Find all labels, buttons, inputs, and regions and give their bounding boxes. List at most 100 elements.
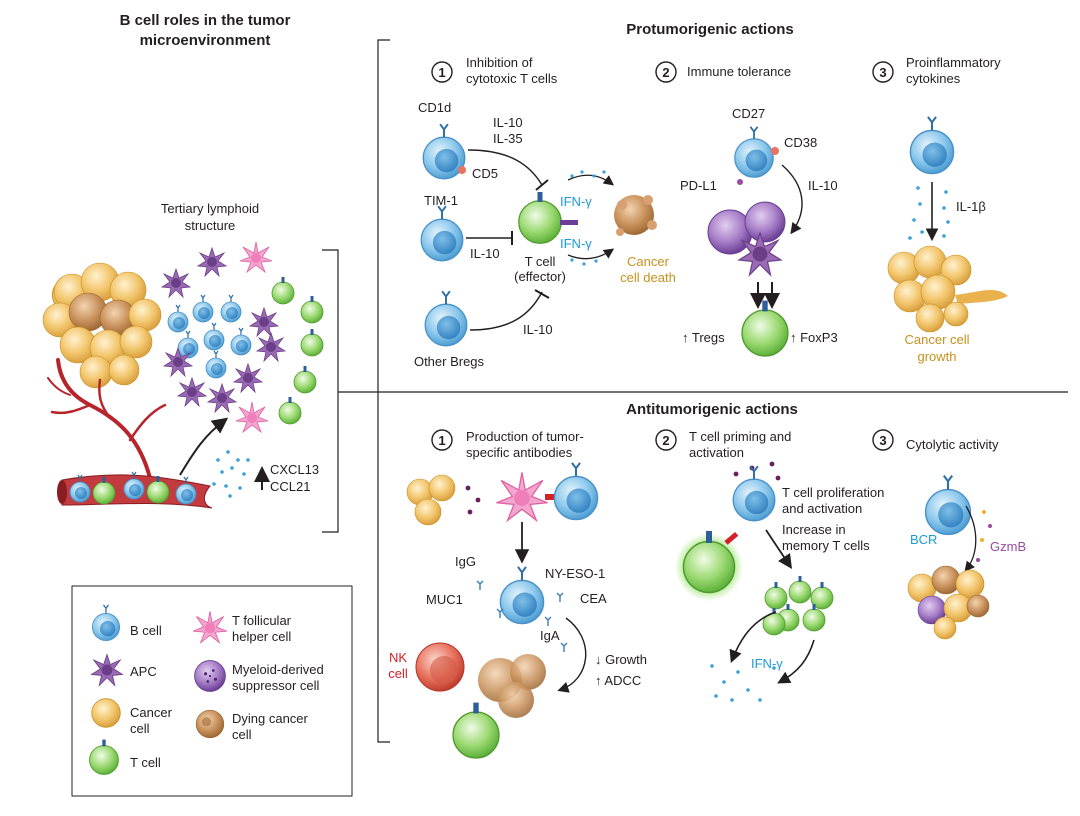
pro-s3-num: 3 [879, 65, 886, 80]
legend-tfh-1: T follicular [232, 613, 292, 628]
pro-s3-num-circle [872, 61, 894, 83]
tcell-anti-1 [452, 701, 500, 759]
tcr-bridge [560, 220, 578, 225]
tls-label-line2: structure [185, 218, 236, 233]
label-tregs: ↑ Tregs [682, 330, 725, 345]
label-bcr: BCR [910, 532, 937, 547]
antibodies [476, 580, 568, 652]
anti-section: Antitumorigenic actions 1 Production of … [388, 401, 1026, 759]
legend-mdsc-2: suppressor cell [232, 678, 320, 693]
recruit-arrow [179, 417, 229, 476]
anti-s1-title-line2: specific antibodies [466, 445, 573, 460]
breg-cd27 [733, 125, 775, 179]
il1b-dots [908, 186, 950, 240]
anti-s2-title-line1: T cell priming and [689, 429, 791, 444]
breg-tim1 [420, 205, 464, 262]
right-bracket [377, 39, 390, 743]
label-ifng-anti: IFN-γ [751, 656, 783, 671]
ifng-release-arrow-2 [777, 639, 815, 684]
inhibit-line-3 [469, 291, 543, 331]
label-pdl1: PD-L1 [680, 178, 717, 193]
anti-s2-title-line2: activation [689, 445, 744, 460]
proliferating-tcells [762, 575, 834, 636]
inhibit-bar-3 [534, 289, 550, 299]
anti-s2-num: 2 [662, 433, 669, 448]
legend-dying-2: cell [232, 727, 252, 742]
other-breg [424, 290, 468, 347]
label-death-2: cell death [620, 270, 676, 285]
label-growth-2: growth [917, 349, 956, 364]
tls-bracket [322, 249, 339, 533]
legend-tcell: T cell [130, 755, 161, 770]
antigen-dots [465, 485, 481, 515]
label-adcc: ↑ ADCC [595, 673, 641, 688]
antibody-arrow [557, 617, 587, 693]
legend-mdsc-1: Myeloid-derived [232, 662, 324, 677]
tfh-cell-anti [495, 471, 549, 522]
legend-dying-icon [195, 709, 225, 739]
label-foxp3: ↑ FoxP3 [790, 330, 838, 345]
legend-mdsc-icon [194, 660, 226, 692]
legend-cancer-2: cell [130, 721, 150, 736]
ifng-arrow-bottom [567, 248, 615, 260]
label-il10-b: IL-10 [470, 246, 500, 261]
label-ifng-bottom: IFN-γ [560, 236, 592, 251]
dying-cancer-cell [614, 195, 657, 236]
ifng-release-arrow [729, 611, 777, 663]
label-il1b: IL-1β [956, 199, 986, 214]
label-memory-2: memory T cells [782, 538, 870, 553]
label-death-1: Cancer [627, 254, 670, 269]
label-nk-2: cell [388, 666, 408, 681]
priming-dots [733, 461, 781, 481]
priming-synapse [724, 531, 739, 545]
anti-title: Antitumorigenic actions [626, 401, 798, 418]
vessel-branches [47, 358, 167, 480]
label-growth: ↓ Growth [595, 652, 647, 667]
inhibit-line-1 [467, 149, 543, 186]
gzmb-dots [976, 510, 992, 562]
label-nyeso: NY-ESO-1 [545, 566, 605, 581]
antigen-cancer-cluster [406, 474, 456, 526]
legend: B cell APC Cancer cell T cell T follicul… [71, 585, 353, 797]
mdsc-cluster [707, 201, 786, 276]
label-iga: IgA [540, 628, 560, 643]
left-title-line1: B cell roles in the tumor [120, 12, 291, 29]
gzmb-arrow [964, 505, 977, 573]
label-il10-il35-2: IL-35 [493, 131, 523, 146]
anti-s1-num-circle [431, 429, 453, 451]
ifng-dots-anti [710, 664, 776, 702]
label-cd38: CD38 [784, 135, 817, 150]
ifng-arrow-top [567, 174, 615, 186]
pro-s2-num: 2 [662, 65, 669, 80]
tumor-mass [42, 262, 162, 389]
legend-dying-1: Dying cancer [232, 711, 309, 726]
label-cea: CEA [580, 591, 607, 606]
pro-title: Protumorigenic actions [626, 21, 794, 38]
proliferation-arrow [765, 529, 792, 569]
label-il10-il35-1: IL-10 [493, 115, 523, 130]
tls-cluster [161, 241, 324, 433]
label-il10-c: IL-10 [523, 322, 553, 337]
inhibit-bar-1 [535, 179, 549, 191]
label-cd1d: CD1d [418, 100, 451, 115]
tls-label-line1: Tertiary lymphoid [161, 201, 259, 216]
plasma-bcell [499, 565, 545, 625]
label-cd27: CD27 [732, 106, 765, 121]
breg-priming [732, 465, 776, 522]
pro-s1-title-line2: cytotoxic T cells [466, 71, 558, 86]
label-il10-s2: IL-10 [808, 178, 838, 193]
legend-cancer-icon [91, 698, 121, 728]
label-gzmb: GzmB [990, 539, 1026, 554]
chemokine-dots [212, 450, 250, 498]
pro-s1-num: 1 [438, 65, 445, 80]
target-cluster [907, 565, 990, 640]
cd5-marker [458, 166, 466, 174]
pro-s2-num-circle [655, 61, 677, 83]
left-panel: B cell roles in the tumor microenvironme… [42, 12, 339, 533]
label-memory-1: Increase in [782, 522, 846, 537]
label-growth-1: Cancer cell [904, 332, 969, 347]
pro-s2-title: Immune tolerance [687, 64, 791, 79]
dying-tumor-anti [478, 654, 546, 718]
pro-s1-num-circle [431, 61, 453, 83]
